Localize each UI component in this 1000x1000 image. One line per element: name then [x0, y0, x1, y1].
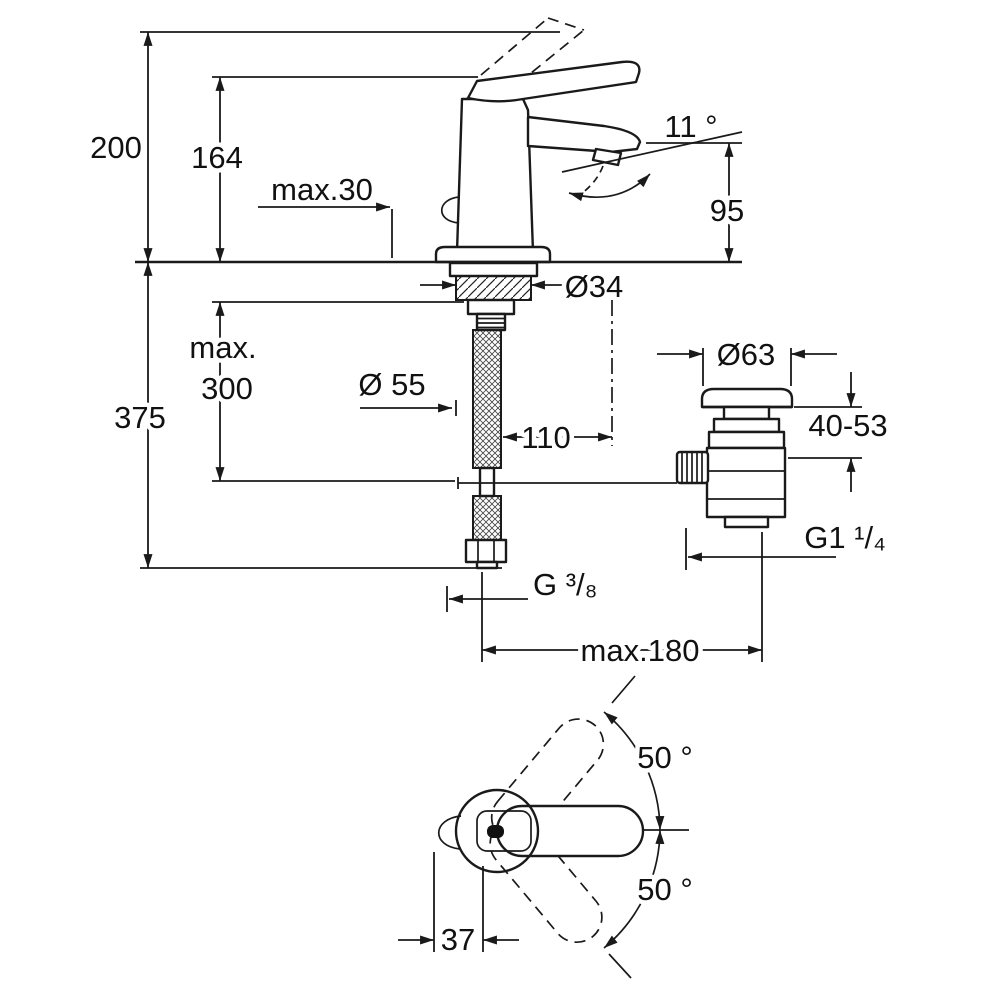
- lever-handle: [466, 60, 641, 103]
- swivel-arrow-icon: [568, 173, 651, 202]
- dim-group-95: 95: [646, 142, 749, 262]
- dim-height-95: 95: [710, 193, 744, 228]
- dim-swivel-angle-upper-50: 50 °: [637, 740, 693, 775]
- dim-max-300-line2: 300: [201, 371, 253, 406]
- dim-max-300-line1: max.: [189, 330, 256, 365]
- mounting-block: [466, 298, 516, 316]
- dim-group-dia-55: Ø 55: [354, 363, 457, 416]
- dim-offset-110: 110: [521, 420, 570, 455]
- dim-diameter-63: Ø63: [717, 337, 776, 372]
- dim-max-30: max.30: [271, 172, 373, 207]
- dim-group-swivel-angles: 50 ° 50 °: [633, 736, 698, 912]
- drain-flange: [700, 387, 794, 409]
- faucet-side-view: [434, 17, 651, 264]
- dim-diameter-55: Ø 55: [358, 367, 425, 402]
- dim-swivel-angle-lower-50: 50 °: [637, 872, 693, 907]
- hook-top-view: [437, 815, 462, 850]
- dim-thread-g1-14: G1 ¹/₄: [804, 520, 886, 555]
- swivel-arc-upper: [603, 711, 665, 831]
- mounting-washer-hatched: [455, 275, 532, 301]
- dim-group-164: 164: [187, 76, 478, 262]
- drain-collar-lower: [707, 430, 786, 450]
- spout: [526, 115, 642, 154]
- dim-group-spout-angle: 11 °: [561, 105, 743, 173]
- dim-group-40-53: 40-53: [788, 372, 892, 492]
- dim-height-200: 200: [90, 130, 142, 165]
- pop-up-waste-assembly: [675, 387, 794, 529]
- drain-outlet: [723, 515, 770, 529]
- cartridge-cap: [476, 810, 532, 852]
- faucet-body: [455, 97, 535, 254]
- dim-height-375: 375: [114, 400, 166, 435]
- dim-group-max-300: max. 300: [185, 301, 464, 482]
- dim-diameter-34: Ø34: [565, 269, 624, 304]
- dim-group-200: 200: [86, 31, 560, 262]
- dim-width-37: 37: [441, 922, 475, 957]
- drain-stem: [722, 405, 771, 421]
- dim-group-dia-63: Ø63: [657, 333, 837, 386]
- water-stream: [577, 165, 604, 197]
- dim-group-max-30: max.30: [258, 168, 393, 258]
- handle-top-view: [437, 675, 689, 979]
- dim-group-g3-8: G ³/₈: [446, 563, 602, 612]
- dim-thread-g3-8: G ³/₈: [533, 567, 598, 602]
- dim-group-37: 37: [398, 852, 519, 962]
- rod-tee-fitting: [478, 466, 496, 498]
- knurled-knob: [675, 450, 710, 485]
- mounting-flange: [448, 261, 539, 278]
- raised-lever-dashed: [480, 17, 585, 96]
- dim-group-max-180: max.180: [481, 532, 763, 673]
- dim-group-375: 375: [110, 262, 502, 569]
- drain-body: [705, 446, 787, 519]
- drain-collar-upper: [712, 417, 781, 434]
- dim-spout-angle-11: 11 °: [664, 109, 717, 144]
- dim-clamp-range-40-53: 40-53: [808, 408, 887, 443]
- lever-slot: [487, 825, 504, 838]
- swivel-arc-lower: [603, 829, 665, 949]
- dim-max-width-180: max.180: [581, 633, 700, 668]
- flexible-hose-lower: [472, 495, 502, 541]
- dimension-annotations: 200 375 164 max. 300 max.30: [86, 31, 892, 962]
- body-top-view: [454, 788, 540, 874]
- dim-height-164: 164: [191, 140, 243, 175]
- base-escutcheon: [434, 245, 552, 264]
- dim-group-dia-34: Ø34: [420, 265, 628, 309]
- dim-group-110: 110: [502, 300, 613, 460]
- mounting-assembly: [135, 260, 742, 570]
- pop-up-rod-hook: [441, 196, 460, 224]
- flexible-hose-upper: [472, 329, 502, 469]
- dim-group-g1-14: G1 ¹/₄: [685, 516, 890, 570]
- lever-top-view: [495, 804, 645, 858]
- hose-connector-nut: [464, 538, 508, 564]
